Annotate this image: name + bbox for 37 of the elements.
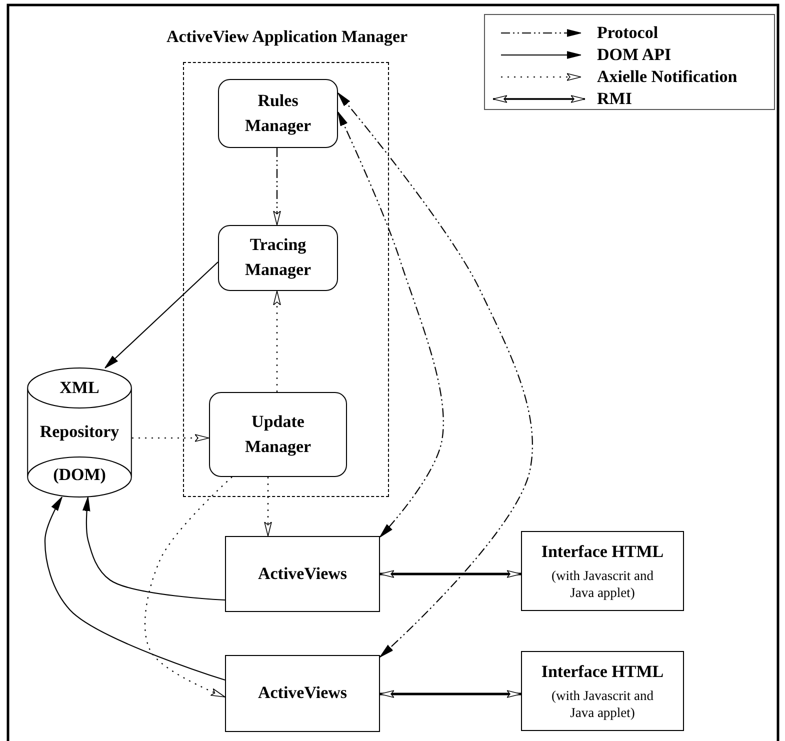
process-box xyxy=(521,531,684,611)
node-label: ActiveViews xyxy=(256,562,348,585)
process-box xyxy=(218,79,338,148)
legend-label: Protocol xyxy=(597,23,658,43)
node-label: Rules Manager xyxy=(244,90,312,137)
arrow xyxy=(338,112,444,538)
arrow xyxy=(44,496,226,681)
arrow xyxy=(380,690,522,698)
arrow xyxy=(338,92,533,658)
arrow xyxy=(273,290,281,392)
arrow xyxy=(144,476,232,698)
node-label: (DOM) xyxy=(52,464,107,486)
node-label: Repository xyxy=(38,421,120,443)
process-box xyxy=(225,536,380,612)
node-note: (with Javascrit and Java applet) xyxy=(550,688,654,722)
node-label: Update Manager xyxy=(244,410,312,458)
node-label: XML xyxy=(58,377,100,399)
node-label: Interface HTML xyxy=(540,660,665,683)
node-label: Tracing Manager xyxy=(244,234,312,281)
node-label: Interface HTML xyxy=(540,540,665,563)
arrow xyxy=(104,262,218,368)
node-label: ActiveViews xyxy=(256,682,348,704)
group-heading: ActiveView Application Manager xyxy=(165,26,409,48)
process-box xyxy=(521,651,684,731)
legend-label: Axielle Notification xyxy=(597,67,738,87)
arrow xyxy=(132,434,210,442)
node-note: (with Javascrit and Java applet) xyxy=(550,568,654,602)
arrow xyxy=(380,570,522,578)
legend-label: RMI xyxy=(597,89,632,109)
process-box xyxy=(209,392,347,477)
legend-label: DOM API xyxy=(597,45,672,65)
process-box xyxy=(225,655,380,732)
arrow xyxy=(82,496,226,601)
database-cylinder xyxy=(27,368,132,497)
process-box xyxy=(218,225,338,291)
arrow xyxy=(264,477,272,536)
arrow xyxy=(273,148,281,226)
